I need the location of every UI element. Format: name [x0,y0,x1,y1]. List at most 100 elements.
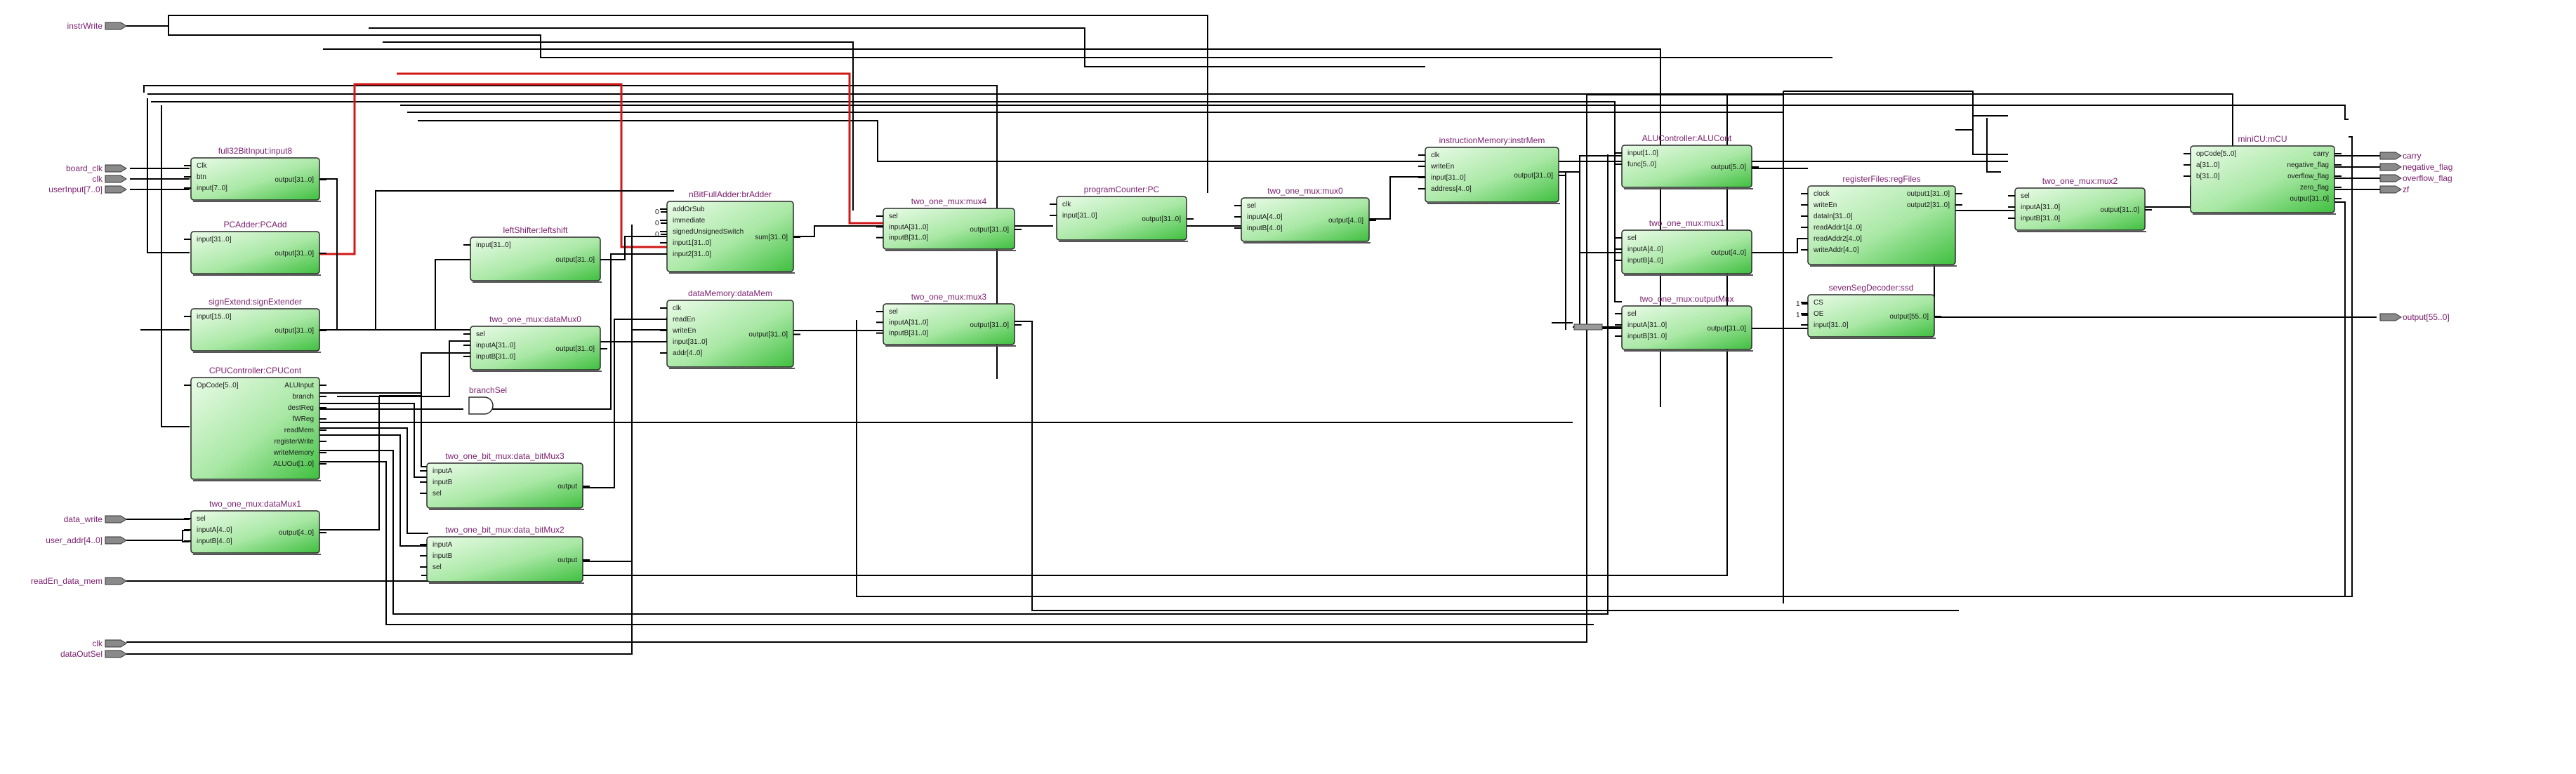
block-outmux[interactable]: two_one_mux:outputMuxselinputA[31..0]inp… [1615,294,1759,352]
block-datamem[interactable]: dataMemory:dataMemclkreadEnwriteEninput[… [660,288,800,369]
pin-label: output[31..0] [2290,195,2329,203]
block-bitmux3[interactable]: two_one_bit_mux:data_bitMux3inputAinputB… [420,451,590,510]
input-port[interactable]: clk [92,174,127,184]
pin-label: input[31..0] [1814,321,1849,329]
block-leftshift[interactable]: leftShifter:leftshiftinput[31..0]output[… [463,225,607,283]
block-body [1807,185,1956,265]
pin-label: dataIn[31..0] [1814,213,1853,220]
pin-label: sum[31..0] [755,234,788,241]
block-regfile[interactable]: registerFiles:regFilesclockwriteEndataIn… [1801,174,1962,267]
pin-label: output[4..0] [279,529,314,537]
block-title: CPUController:CPUCont [209,366,302,375]
input-port[interactable]: userInput[7..0] [48,185,127,194]
input-port[interactable]: dataOutSel [60,649,127,659]
block-title: ALUController:ALUCont [1642,133,1732,143]
output-port[interactable]: zf [2379,185,2410,194]
block-title: programCounter:PC [1084,185,1160,194]
pin-label: output[4..0] [1328,217,1363,225]
input-port[interactable]: user_addr[4..0] [46,535,127,545]
block-pc[interactable]: programCounter:PCclkinput[31..0]output[3… [1050,185,1194,242]
input-port[interactable]: board_clk [66,164,127,173]
block-signext[interactable]: signExtend:signExtenderinput[15..0]outpu… [184,297,326,353]
branch-select-gate[interactable]: branchSel [468,385,507,415]
pin-label: output[31..0] [1514,172,1553,180]
block-body [190,377,320,480]
pin-label: output[5..0] [1711,164,1746,171]
bus-connector-icon [1573,323,1603,331]
pin-label: sel [1627,310,1637,318]
pin-label: inputB[4..0] [1627,257,1663,265]
input-port[interactable]: readEn_data_mem [31,576,127,586]
output-port[interactable]: overflow_flag [2379,173,2452,183]
wire [1986,118,2001,173]
input-port-label: clk [92,174,103,184]
pin-label: output[31..0] [1707,325,1746,333]
input-port[interactable]: clk [92,639,127,648]
output-port-label: negative_flag [2403,162,2452,172]
block-mux4[interactable]: two_one_mux:mux4selinputA[31..0]inputB[3… [876,196,1022,251]
block-ssd[interactable]: sevenSegDecoder:ssdCSOEinput[31..0]outpu… [1801,283,1941,339]
wire [583,329,667,562]
block-adder[interactable]: nBitFullAdder:brAdderaddOrSubimmediatesi… [660,189,800,274]
output-port[interactable]: output[55..0] [2379,312,2450,322]
wire [319,427,428,534]
block-mcu[interactable]: miniCU:mCUopCode[5..0]a[31..0]b[31..0]ca… [2184,134,2341,215]
block-body [2190,145,2335,213]
block-title: two_one_mux:dataMux1 [209,499,301,509]
wire [491,253,674,410]
pin-label: zero_flag [2300,184,2329,192]
pin-label: signedUnsignedSwitch [673,228,744,236]
pin-label: ALUInput [284,382,314,389]
pin-label: inputB[31..0] [889,234,928,242]
pin-label: input[31..0] [476,241,511,249]
pin-label: input[31..0] [197,236,232,243]
wire [2145,175,2198,208]
input-port[interactable]: data_write [64,514,127,524]
block-datamux0[interactable]: two_one_mux:dataMux0selinputA[31..0]inpu… [463,314,607,372]
pin-label: sel [197,515,206,523]
pin-label: writeEn [672,327,696,335]
wire [319,154,1609,615]
output-port-icon [2379,163,2402,171]
pin-label: carry [2313,150,2329,158]
block-mux3[interactable]: two_one_mux:mux3selinputA[31..0]inputB[3… [876,292,1022,347]
pin-label: output[31..0] [748,331,788,339]
pin-label: output[31..0] [970,226,1009,234]
output-port[interactable]: carry [2379,151,2422,161]
output-port-icon [2379,174,2402,182]
wire [319,396,380,531]
wire [319,259,470,331]
block-input8[interactable]: full32BitInput:input8Clkbtninput[7..0]ou… [184,146,326,202]
block-cpucont[interactable]: CPUController:CPUContOpCode[5..0]ALUInpu… [184,366,326,481]
constant-label: 0 [655,220,659,227]
input-port-icon [105,185,127,194]
block-bitmux2[interactable]: two_one_bit_mux:data_bitMux2inputAinputB… [420,525,590,584]
block-aluc[interactable]: ALUController:ALUContinput[1..0]func[5..… [1615,133,1759,189]
pin-label: output[31..0] [555,345,595,353]
block-mux1[interactable]: two_one_mux:mux1selinputA[4..0]inputB[4.… [1615,218,1759,276]
block-mux2[interactable]: two_one_mux:mux2selinputA[31..0]inputB[3… [2008,176,2152,232]
wire [856,136,2353,597]
input-port-label: user_addr[4..0] [46,535,103,545]
block-mux0[interactable]: two_one_mux:mux0selinputA[4..0]inputB[4.… [1234,186,1376,243]
block-datamux1[interactable]: two_one_mux:dataMux1selinputA[4..0]input… [184,499,326,555]
input-port-icon [105,22,127,30]
block-title: two_one_mux:mux3 [911,292,987,302]
pin-label: output1[31..0] [1907,190,1950,198]
constant-label: 0 [655,208,659,216]
input-port-icon [105,650,127,658]
pin-label: inputA[31..0] [889,223,928,231]
wire [2334,201,2346,596]
output-port[interactable]: negative_flag [2379,162,2452,172]
pin-label: sel [889,308,898,316]
block-title: two_one_mux:mux4 [911,196,987,206]
input-port-label: clk [92,639,103,648]
input-port-label: instrWrite [67,21,103,31]
pin-label: inputA[4..0] [1627,246,1663,253]
pin-label: sel [2021,192,2030,200]
input-port[interactable]: instrWrite [67,21,127,31]
pin-label: sel [432,563,442,571]
block-instrmem[interactable]: instructionMemory:instrMemclkwriteEninpu… [1418,135,1566,204]
